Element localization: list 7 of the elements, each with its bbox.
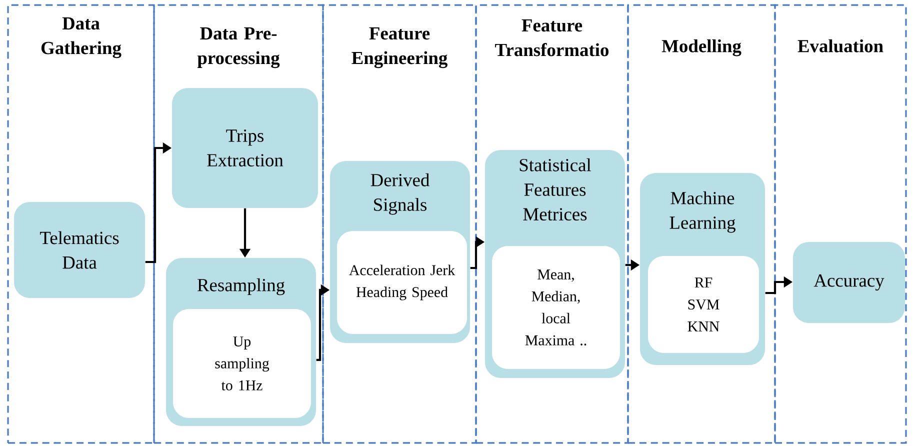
process-box: Trips Extraction	[172, 88, 318, 208]
detail-box: Up sampling to 1Hz	[173, 309, 311, 418]
detail-box: Acceleration Jerk Heading Speed	[337, 231, 467, 334]
detail-box: Mean, Median, local Maxima ..	[492, 246, 620, 369]
process-box: Accuracy	[793, 242, 905, 323]
detail-box: RF SVM KNN	[648, 256, 759, 353]
process-box: Telematics Data	[14, 202, 145, 298]
